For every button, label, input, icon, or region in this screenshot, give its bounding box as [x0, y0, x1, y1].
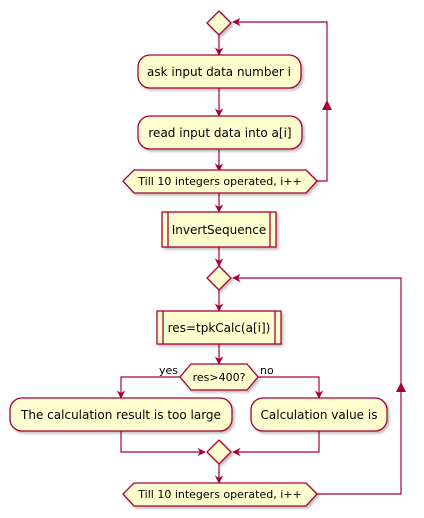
edge-no-to-merge: [232, 431, 320, 457]
tpk-calc-label: res=tpkCalc(a[i]): [168, 321, 271, 335]
edge-label-no: no: [260, 364, 274, 377]
loop2-condition-node: [122, 482, 318, 507]
invert-sequence-label: InvertSequence: [172, 223, 266, 237]
calc-value-label: Calculation value is: [261, 408, 378, 422]
loop1-condition-node: [122, 169, 318, 194]
edge-label-yes: yes: [159, 364, 178, 377]
edge-loop1-back: [232, 17, 328, 182]
read-input-label: read input data into a[i]: [148, 126, 291, 140]
edge-loop1-up-arrow: [322, 100, 332, 110]
edge-decision-no: [258, 376, 324, 399]
too-large-node: [9, 397, 233, 432]
edge-decision-yes: [116, 376, 180, 399]
ask-input-label: ask input data number i: [147, 65, 291, 79]
subroutine-bars: [162, 212, 276, 344]
start-merge-diamond: [206, 10, 232, 36]
invert-sequence-node: [161, 211, 277, 248]
loop2-condition-label: Till 10 integers operated, i++: [137, 488, 301, 501]
labels: ask input data number i read input data …: [20, 65, 377, 501]
edges: [116, 17, 406, 495]
too-large-label: The calculation result is too large: [20, 408, 221, 422]
ask-input-node: [137, 54, 302, 89]
loop2-merge-diamond: [206, 265, 232, 291]
tpk-calc-node: [156, 310, 282, 345]
read-input-node: [137, 115, 303, 150]
nodes: [9, 10, 388, 507]
edge-loop2-up-arrow: [396, 382, 406, 392]
decision-node: [179, 363, 259, 391]
decision-label: res>400?: [193, 371, 246, 384]
loop1-condition-label: Till 10 integers operated, i++: [137, 175, 301, 188]
edge-yes-to-merge: [120, 431, 206, 457]
calc-value-node: [250, 397, 388, 432]
merge-diamond: [206, 439, 232, 465]
